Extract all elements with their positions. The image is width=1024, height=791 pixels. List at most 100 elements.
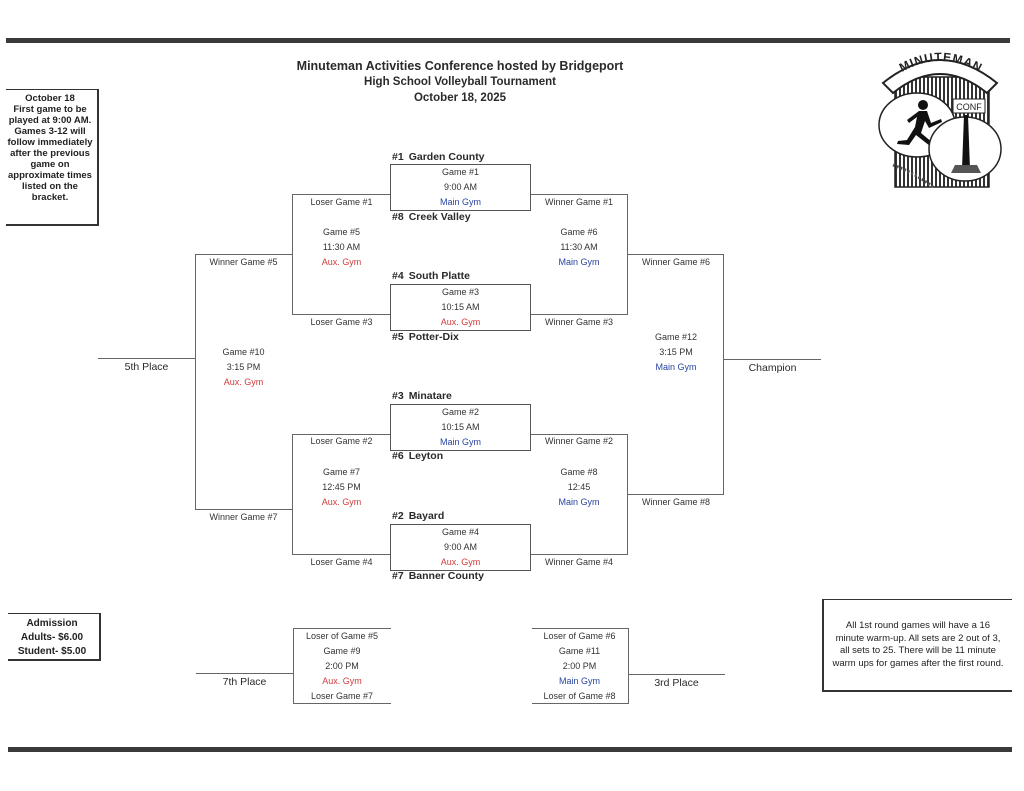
event-date: October 18, 2025 <box>413 92 507 104</box>
bracket-line <box>292 434 391 435</box>
game-12-venue: Main Gym <box>655 362 697 372</box>
game-9-label: Game #9 <box>323 646 361 656</box>
bracket-line <box>628 254 724 255</box>
page-title: Minuteman Activities Conference hosted b… <box>296 59 624 73</box>
bracket-line <box>627 434 628 555</box>
game-4-venue: Aux. Gym <box>440 557 481 567</box>
game-6-label: Game #6 <box>560 227 598 237</box>
game-2-time: 10:15 AM <box>441 422 480 432</box>
game-12-time: 3:15 PM <box>659 347 693 357</box>
game-3-venue: Aux. Gym <box>440 317 481 327</box>
game-11-time: 2:00 PM <box>562 661 597 671</box>
game-7-label: Game #7 <box>322 467 361 477</box>
champion-label: Champion <box>748 362 797 374</box>
bracket-line <box>292 554 391 555</box>
game-3-box[interactable] <box>390 284 531 331</box>
schedule-note-box <box>6 89 99 226</box>
game-4-time: 9:00 AM <box>443 542 478 552</box>
bracket-line <box>292 434 293 555</box>
rocket-icon <box>951 115 981 173</box>
game-1-box[interactable] <box>390 164 531 211</box>
bracket-line <box>196 673 293 674</box>
game-4-box[interactable] <box>390 524 531 571</box>
page-subtitle: High School Volleyball Tournament <box>364 76 556 88</box>
admission-box <box>8 613 101 661</box>
game-9-venue: Aux. Gym <box>322 676 362 686</box>
bracket-line <box>724 359 821 360</box>
bracket-line <box>292 194 391 195</box>
schedule-note: October 18 First game to be played at 9:… <box>7 93 93 203</box>
game-11-top-slot: Loser of Game #6 <box>543 631 616 641</box>
slot-winner-game-6: Winner Game #6 <box>641 257 711 267</box>
game-12-label: Game #12 <box>654 332 698 342</box>
bracket-line <box>530 194 628 195</box>
game-1-venue: Main Gym <box>439 197 481 207</box>
slot-loser-game-1: Loser Game #1 <box>310 197 373 207</box>
game-2-label: Game #2 <box>441 407 480 417</box>
game-2-box[interactable] <box>390 404 531 451</box>
third-place-label: 3rd Place <box>654 677 699 689</box>
bottom-rule <box>8 747 1012 752</box>
game-1-label: Game #1 <box>441 167 480 177</box>
game-7-venue: Aux. Gym <box>321 497 362 507</box>
bracket-line <box>292 194 293 315</box>
game-6-venue: Main Gym <box>558 257 600 267</box>
bracket-line <box>627 194 628 315</box>
game-1-time: 9:00 AM <box>443 182 478 192</box>
slot-winner-game-8: Winner Game #8 <box>641 497 711 507</box>
game-3-time: 10:15 AM <box>441 302 480 312</box>
bracket-line <box>628 494 724 495</box>
slot-winner-game-4: Winner Game #4 <box>544 557 614 567</box>
bracket-line <box>293 628 294 704</box>
bracket-line <box>195 509 292 510</box>
bracket-line <box>530 314 628 315</box>
warmup-note: All 1st round games will have a 16 minut… <box>832 620 1004 669</box>
game-9-time: 2:00 PM <box>325 661 359 671</box>
slot-winner-game-3: Winner Game #3 <box>544 317 614 327</box>
game-8-label: Game #8 <box>560 467 598 477</box>
game-5-venue: Aux. Gym <box>321 257 362 267</box>
game-11-bottom-slot: Loser of Game #8 <box>543 691 616 701</box>
game-5-time: 11:30 AM <box>322 242 361 252</box>
bracket-line <box>292 314 391 315</box>
game-8-venue: Main Gym <box>558 497 600 507</box>
bracket-line <box>532 628 629 629</box>
logo-badge-text: CONF <box>956 102 982 112</box>
bracket-line <box>195 254 196 510</box>
slot-winner-game-5: Winner Game #5 <box>209 257 278 267</box>
slot-winner-game-2: Winner Game #2 <box>544 436 614 446</box>
game-10-time: 3:15 PM <box>226 362 261 372</box>
game-7-time: 12:45 PM <box>322 482 361 492</box>
slot-loser-game-3: Loser Game #3 <box>310 317 373 327</box>
bracket-line <box>293 628 391 629</box>
top-rule <box>6 38 1010 43</box>
game-4-label: Game #4 <box>441 527 480 537</box>
bracket-line <box>628 674 725 675</box>
fifth-place-label: 5th Place <box>124 361 169 373</box>
game-8-time: 12:45 <box>567 482 591 492</box>
bracket-line <box>530 554 628 555</box>
game-3-label: Game #3 <box>441 287 480 297</box>
game-9-bottom-slot: Loser Game #7 <box>310 691 374 701</box>
bracket-line <box>723 254 724 495</box>
bracket-line <box>532 703 629 704</box>
bracket-line <box>98 358 195 359</box>
slot-winner-game-7: Winner Game #7 <box>209 512 278 522</box>
game-9-top-slot: Loser of Game #5 <box>305 631 379 641</box>
bracket-line <box>195 254 292 255</box>
game-10-venue: Aux. Gym <box>223 377 264 387</box>
slot-loser-game-2: Loser Game #2 <box>310 436 373 446</box>
game-5-label: Game #5 <box>322 227 361 237</box>
slot-winner-game-1: Winner Game #1 <box>544 197 614 207</box>
warmup-note-box <box>822 599 1012 692</box>
admission-info: Admission Adults- $6.00 Student- $5.00 <box>17 618 87 657</box>
bracket-line <box>628 628 629 704</box>
